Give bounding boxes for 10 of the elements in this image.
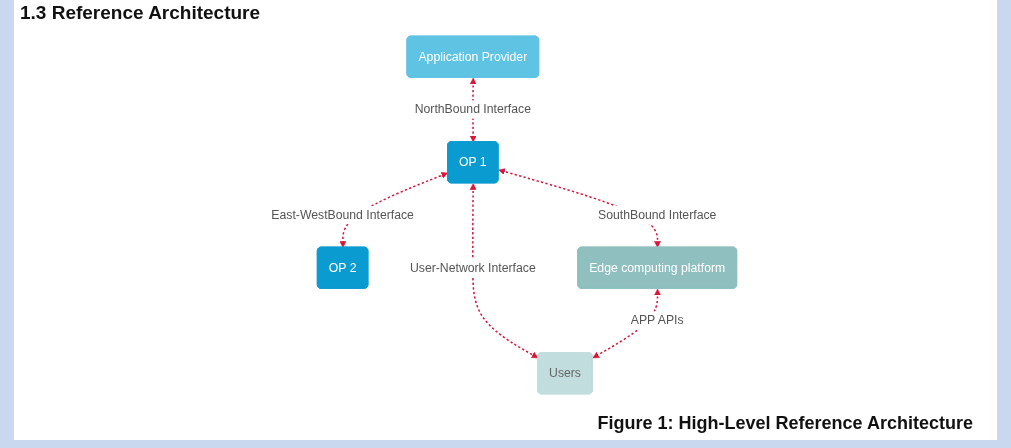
arrow — [469, 77, 477, 143]
edge-label: User-Network Interface — [409, 260, 536, 274]
section-heading: 1.3 Reference Architecture — [20, 2, 261, 24]
arrow — [592, 288, 661, 359]
edge-label: SouthBound Interface — [598, 208, 717, 222]
edge-label: NorthBound Interface — [414, 102, 531, 116]
edge-label: APP APIs — [630, 313, 684, 327]
edge-label: East-WestBound Interface — [271, 208, 414, 222]
arrow — [469, 183, 539, 359]
figure-caption: Figure 1: High-Level Reference Architecture — [597, 413, 973, 434]
